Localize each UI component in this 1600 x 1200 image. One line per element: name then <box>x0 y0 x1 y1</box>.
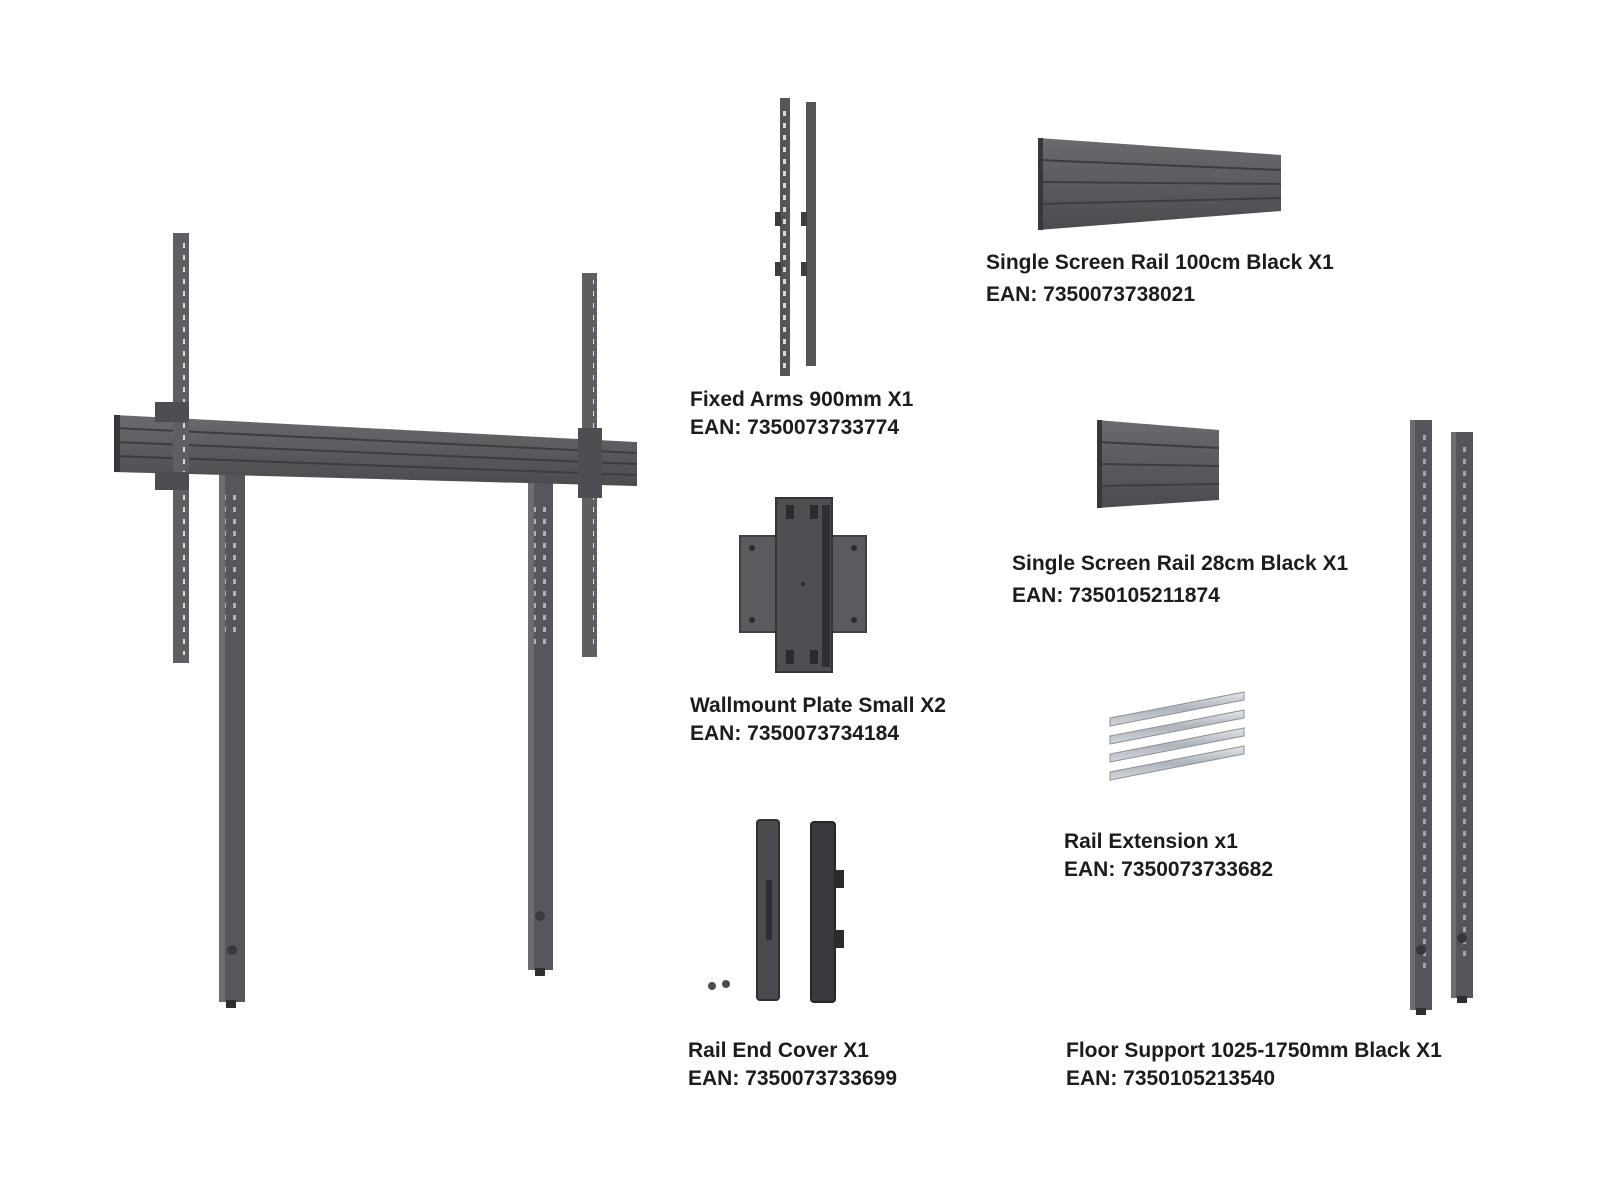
fixed-arms-image <box>775 98 816 376</box>
floor-support-image <box>1410 420 1473 1015</box>
wallmount-plate-image <box>739 497 867 673</box>
rail-extension-label: Rail Extension x1 EAN: 7350073733682 <box>1064 828 1273 884</box>
part-ean: EAN: 7350073733699 <box>688 1067 897 1090</box>
part-name: Rail End Cover X1 <box>688 1039 869 1062</box>
part-name: Single Screen Rail 28cm Black X1 <box>1012 552 1349 575</box>
part-ean: EAN: 7350105211874 <box>1012 584 1220 607</box>
wallmount-plate-label: Wallmount Plate Small X2 EAN: 7350073734… <box>690 692 946 748</box>
rail-end-cover-label: Rail End Cover X1 EAN: 7350073733699 <box>688 1037 897 1093</box>
part-name: Rail Extension x1 <box>1064 830 1238 853</box>
floor-support-label: Floor Support 1025-1750mm Black X1 EAN: … <box>1066 1037 1442 1093</box>
part-ean: EAN: 7350073734184 <box>690 722 899 745</box>
rail-100cm-label: Single Screen Rail 100cm Black X1 EAN: 7… <box>986 249 1334 309</box>
fixed-arms-label: Fixed Arms 900mm X1 EAN: 7350073733774 <box>690 386 913 442</box>
assembled-mount-image <box>113 233 638 1008</box>
part-ean: EAN: 7350073733682 <box>1064 858 1273 881</box>
part-name: Single Screen Rail 100cm Black X1 <box>986 251 1334 274</box>
rail-extension-image <box>1109 691 1245 781</box>
rail-28cm-label: Single Screen Rail 28cm Black X1 EAN: 73… <box>1012 550 1348 610</box>
rail-end-cover-image <box>708 819 844 1003</box>
part-ean: EAN: 7350073733774 <box>690 416 899 439</box>
part-name: Wallmount Plate Small X2 <box>690 694 946 717</box>
part-name: Floor Support 1025-1750mm Black X1 <box>1066 1039 1442 1062</box>
rail-28cm-image <box>1096 420 1220 508</box>
part-name: Fixed Arms 900mm X1 <box>690 388 914 411</box>
part-ean: EAN: 7350073738021 <box>986 283 1195 306</box>
rail-100cm-image <box>1037 138 1282 230</box>
part-ean: EAN: 7350105213540 <box>1066 1067 1275 1090</box>
